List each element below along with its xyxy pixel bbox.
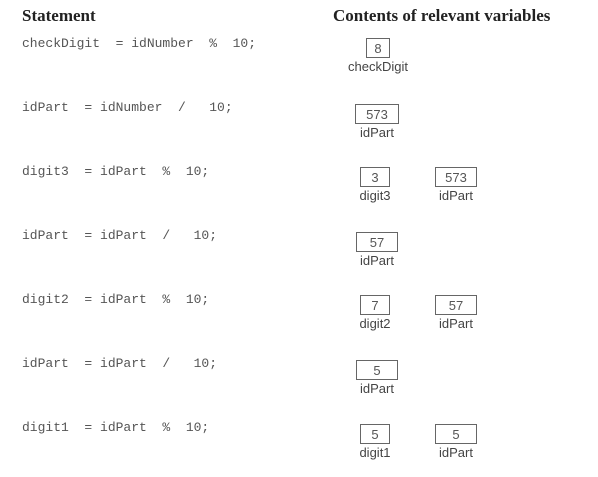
statement-line: idPart = idNumber / 10; (22, 100, 233, 115)
statement-line: digit1 = idPart % 10; (22, 420, 210, 435)
variable-value-box: 5 (360, 424, 390, 444)
variable-cell: 3 digit3 (352, 167, 398, 203)
variable-name-label: idPart (439, 445, 473, 460)
statement-column-header: Statement (22, 6, 96, 25)
variable-name-label: idPart (439, 188, 473, 203)
variable-cell: 57 idPart (356, 232, 398, 268)
statement-line: idPart = idPart / 10; (22, 356, 218, 371)
variable-cell: 5 idPart (356, 360, 398, 396)
variable-value-box: 3 (360, 167, 390, 187)
variable-value-box: 7 (360, 295, 390, 315)
statement-line: checkDigit = idNumber % 10; (22, 36, 257, 51)
variable-cell: 573 idPart (434, 167, 478, 203)
variable-name-label: idPart (360, 381, 394, 396)
variable-value-box: 57 (435, 295, 477, 315)
variable-value-box: 8 (366, 38, 390, 58)
variable-value-box: 5 (435, 424, 477, 444)
variable-name-label: idPart (439, 316, 473, 331)
variable-name-label: digit3 (359, 188, 391, 203)
variable-value-box: 573 (355, 104, 399, 124)
variable-cell: 5 digit1 (352, 424, 398, 460)
variable-cell: 5 idPart (434, 424, 478, 460)
variable-cell: 8 checkDigit (340, 38, 416, 74)
variable-name-label: digit2 (359, 316, 391, 331)
statement-line: digit3 = idPart % 10; (22, 164, 210, 179)
variable-name-label: idPart (360, 253, 394, 268)
variable-value-box: 57 (356, 232, 398, 252)
contents-column-header: Contents of relevant variables (333, 6, 551, 25)
variable-value-box: 5 (356, 360, 398, 380)
variable-name-label: checkDigit (348, 59, 408, 74)
variable-cell: 573 idPart (355, 104, 399, 140)
statement-line: idPart = idPart / 10; (22, 228, 218, 243)
variable-name-label: digit1 (359, 445, 391, 460)
variable-cell: 7 digit2 (352, 295, 398, 331)
variable-value-box: 573 (435, 167, 477, 187)
variable-name-label: idPart (360, 125, 394, 140)
statement-line: digit2 = idPart % 10; (22, 292, 210, 307)
variable-cell: 57 idPart (434, 295, 478, 331)
